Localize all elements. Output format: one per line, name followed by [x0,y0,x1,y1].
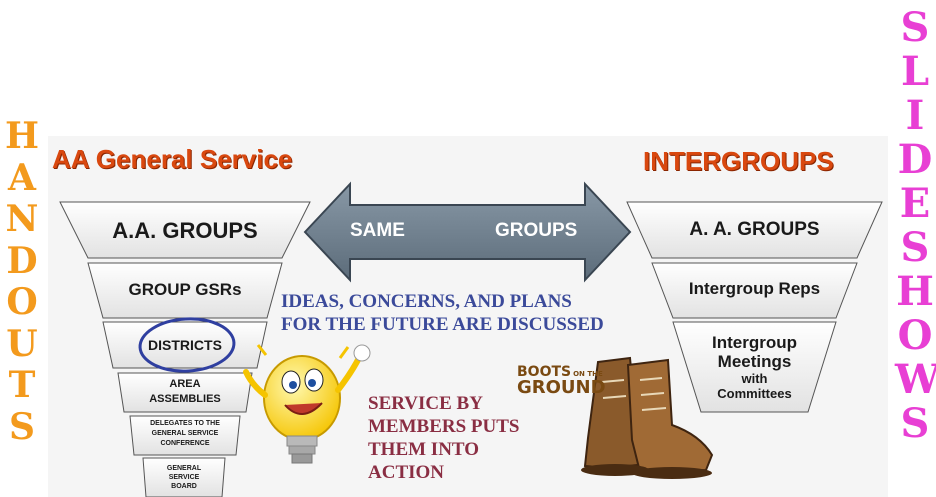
ideas-text: IDEAS, CONCERNS, AND PLANS FOR THE FUTUR… [281,290,604,336]
handouts-letter: T [8,364,36,406]
left-level-6-label: GENERAL SERVICE BOARD [143,464,225,491]
right-level-3 [672,321,837,413]
left-level-6 [142,457,226,497]
handouts-letter: A [8,156,36,199]
right-level-3-line: Meetings [717,352,792,371]
left-level-2-label: GROUP GSRs [128,280,242,299]
right-level-2-label: Intergroup Reps [688,279,821,298]
boots-logo-line: BOOTS [517,364,572,380]
slideshows-letter: W [895,356,936,403]
slideshows-letter: O [897,312,933,359]
right-level-3-label: Intergroup Meetings with Committees [673,333,836,401]
left-level-5 [129,415,241,456]
slideshows-letter: H [896,268,934,315]
left-level-4 [117,372,253,413]
right-level-3-line: Committees [717,386,792,401]
left-level-3-label: DISTRICTS [148,337,222,353]
left-level-1-label: A.A. GROUPS [112,218,258,243]
left-level-4-label: AREA ASSEMBLIES [118,377,252,407]
boots-logo-line: ON THE [573,370,603,378]
right-level-3-line: with [741,371,768,386]
arrow-left-label: SAME [350,220,405,241]
left-funnel-title: AA General Service [52,144,293,174]
handouts-letter: H [4,115,39,157]
left-level-5-label: DELEGATES TO THE GENERAL SERVICE CONFERE… [130,419,240,449]
boots-logo-line: GROUND [517,377,606,398]
handouts-letter: U [6,322,38,365]
left-level-1 [59,201,311,259]
slideshows-letter: D [897,136,933,183]
service-text-line: THEM INTO [368,439,480,460]
handouts-letter: O [6,281,38,323]
left-level-5-line: CONFERENCE [160,440,210,447]
left-level-6-line: SERVICE [168,474,200,481]
slideshows-letter: E [899,180,931,227]
service-text-line: SERVICE BY [368,393,483,414]
lightbulb-icon [243,344,371,464]
ideas-text-line: IDEAS, CONCERNS, AND PLANS [281,291,572,312]
slideshows-letter: L [900,48,930,95]
handouts-vertical-label[interactable]: H A N D O U T S [4,118,40,450]
right-level-1 [626,201,883,259]
right-level-1-label: A. A. GROUPS [689,219,820,240]
right-funnel-title: INTERGROUPS [643,146,834,176]
service-text-line: ACTION [368,462,445,483]
left-level-4-line: AREA [169,378,201,390]
handouts-letter: N [5,198,39,240]
left-level-2 [87,262,283,319]
districts-highlight-circle [138,317,236,373]
left-level-4-line: ASSEMBLIES [149,393,221,405]
boots-icon [581,356,714,479]
slideshows-letter: I [905,92,925,139]
slideshows-vertical-label[interactable]: S L I D E S H O W S [895,4,936,448]
service-text-line: MEMBERS PUTS [368,416,520,437]
slideshows-letter: S [900,400,930,447]
right-level-3-line: Intergroup [712,333,797,352]
left-level-5-line: DELEGATES TO THE [150,420,220,427]
slideshows-letter: S [900,224,930,271]
left-level-5-line: GENERAL SERVICE [151,430,219,437]
handouts-letter: S [9,405,35,448]
left-level-6-line: BOARD [171,483,197,490]
arrow-right-label: GROUPS [495,220,578,241]
same-groups-double-arrow [303,181,632,283]
handouts-letter: D [6,239,38,282]
right-level-2 [651,262,858,319]
service-text: SERVICE BY MEMBERS PUTS THEM INTO ACTION [368,392,520,484]
slideshows-letter: S [900,4,930,51]
ideas-text-line: FOR THE FUTURE ARE DISCUSSED [281,314,604,335]
left-level-6-line: GENERAL [166,465,202,472]
